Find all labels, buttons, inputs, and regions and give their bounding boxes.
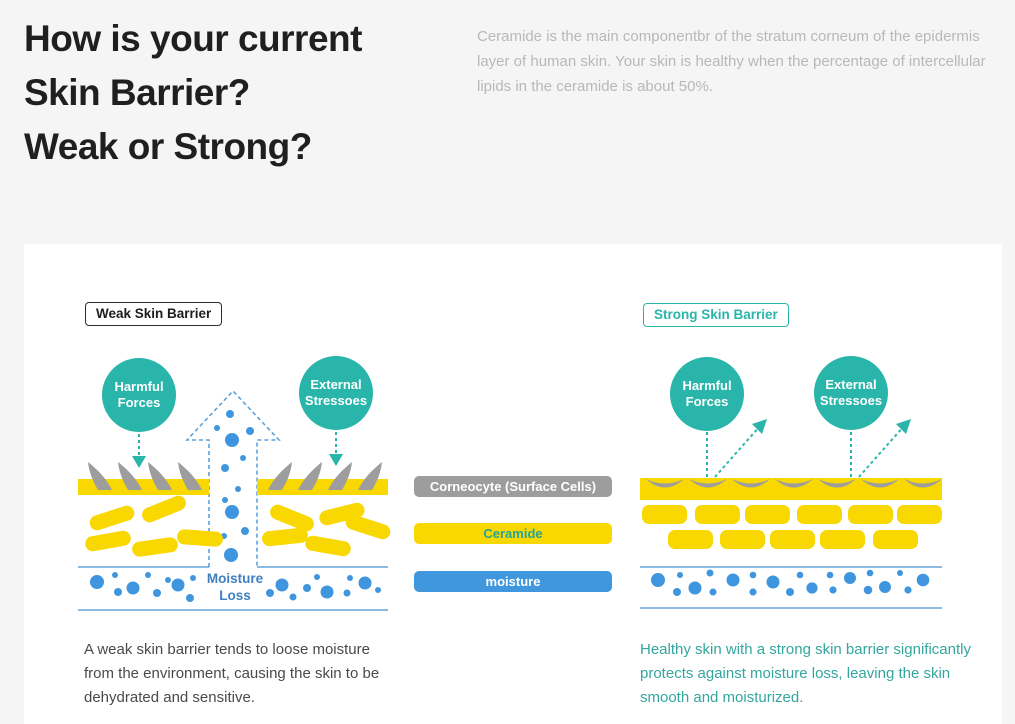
ceramide-surface-layer (640, 478, 942, 500)
weak-barrier-description: A weak skin barrier tends to loose moist… (84, 641, 380, 706)
strong-skin-barrier-illustration (640, 419, 942, 609)
escaping-moisture-dots (214, 410, 254, 562)
moisture-dots (651, 569, 930, 596)
intro-paragraph: Ceramide is the main componentbr of the … (477, 28, 986, 95)
downward-arrow-icon (138, 432, 337, 456)
downward-arrowhead-icon (132, 454, 343, 468)
moisture-band-lines (640, 566, 942, 609)
ordered-ceramide-bricks (642, 505, 942, 549)
legend-moisture: moisture (414, 571, 612, 592)
page-title-line-1: How is your current (24, 18, 362, 59)
strong-skin-barrier-diagram: Strong Skin Barrier Harmful Forces Exter… (636, 290, 950, 625)
weak-barrier-title: Weak Skin Barrier (85, 302, 223, 326)
legend-corneocyte: Corneocyte (Surface Cells) (414, 476, 612, 497)
corneocyte-crescents (646, 479, 942, 488)
page-title-line-3: Weak or Strong? (24, 126, 312, 167)
comparison-card: Weak Skin Barrier Harmful Forces Externa… (24, 244, 1002, 724)
legend-ceramide: Ceramide (414, 523, 612, 544)
page-title-line-2: Skin Barrier? (24, 72, 250, 113)
deflected-arrowhead-icon (752, 419, 911, 434)
moisture-loss-label: Moisture Loss (206, 571, 264, 603)
weak-skin-barrier-diagram: Weak Skin Barrier Harmful Forces Externa… (60, 290, 410, 625)
weak-skin-barrier-illustration (78, 389, 391, 611)
external-stressors-circle: External Stressoes (299, 356, 373, 430)
harmful-forces-circle: Harmful Forces (670, 357, 744, 431)
moisture-band-lines (78, 566, 388, 611)
page-title: How is your current Skin Barrier? Weak o… (24, 12, 362, 174)
moisture-dots (90, 572, 381, 602)
external-stressors-circle: External Stressoes (814, 356, 888, 430)
corneocyte-flakes (88, 462, 382, 490)
disordered-ceramide-blocks (85, 495, 391, 557)
ceramide-surface-layer (78, 479, 388, 495)
deflected-arrow-icon (706, 425, 905, 489)
strong-barrier-title: Strong Skin Barrier (643, 303, 789, 327)
strong-barrier-description: Healthy skin with a strong skin barrier … (640, 641, 971, 706)
moisture-loss-arrow-outline (185, 389, 281, 567)
harmful-forces-circle: Harmful Forces (102, 358, 176, 432)
